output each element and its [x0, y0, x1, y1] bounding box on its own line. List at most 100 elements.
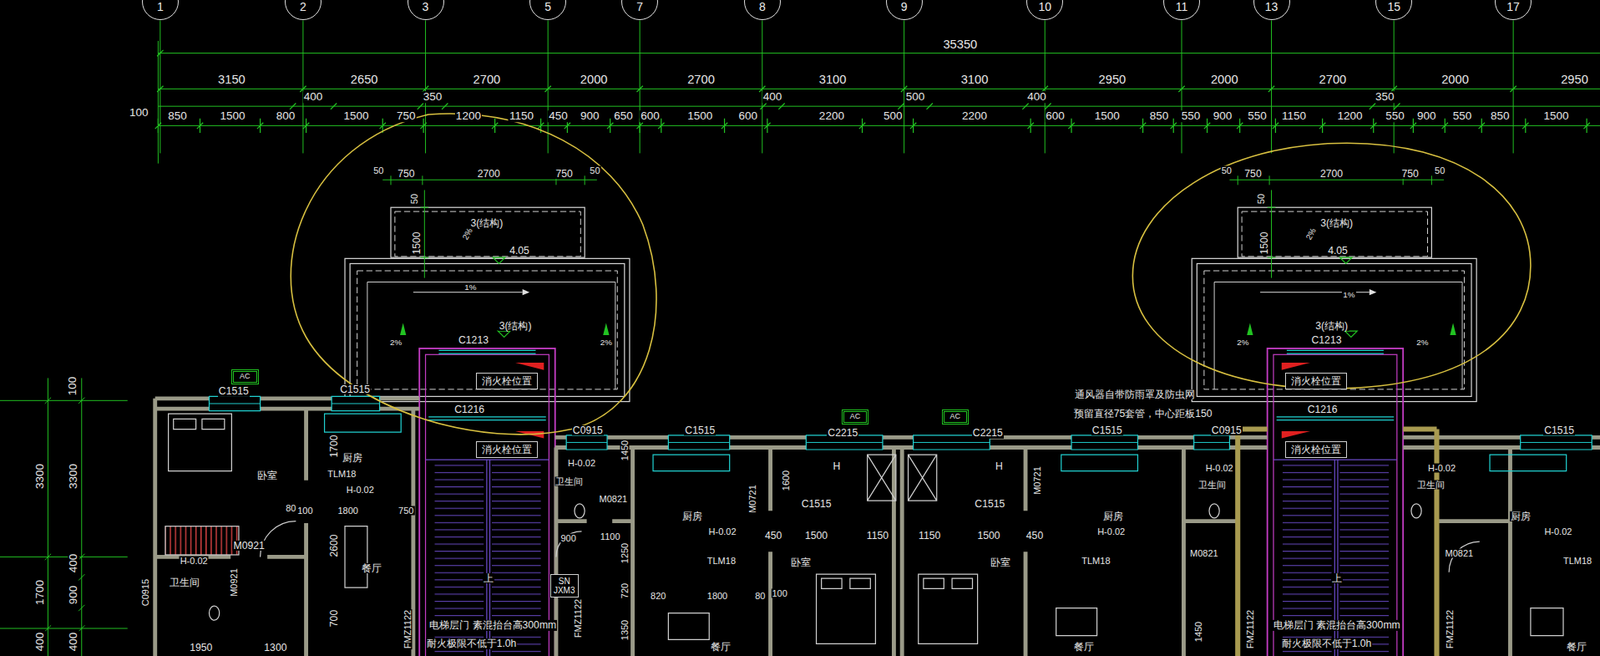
dimension-text: 750	[1243, 168, 1262, 179]
plan-label: 电梯层门 素混抬台高300mm	[1272, 619, 1402, 630]
plan-label: 2%	[389, 338, 403, 347]
plan-label: 4.05	[1326, 244, 1349, 255]
hydrant-tag: 消火栓位置	[1285, 372, 1347, 390]
plan-label: TLM18	[326, 469, 357, 479]
dimension-text: 600	[737, 111, 759, 123]
plan-label: C1213	[457, 334, 490, 345]
equipment-box: SN JXM3	[550, 573, 579, 598]
dimension-text: 1700	[328, 434, 339, 459]
plan-label: H-0.02	[345, 484, 375, 494]
dimension-text: 3100	[960, 73, 990, 87]
dimension-text: 450	[1025, 530, 1044, 541]
plan-label: TLM18	[1080, 556, 1111, 566]
plan-label: 耐火极限不低于1.0h	[1281, 637, 1373, 649]
node-text: AC	[239, 371, 251, 380]
dimension-text: 1500	[1542, 111, 1570, 123]
dimension-text: 850	[167, 111, 188, 123]
dimension-text: 1700	[34, 578, 46, 606]
plan-label: 通风器自带防雨罩及防虫网	[1073, 389, 1196, 400]
dimension-text: 2700	[1319, 168, 1344, 179]
dimension-text: 50	[588, 166, 601, 176]
node-text: 2	[299, 0, 307, 13]
dimension-text: 900	[559, 533, 577, 543]
dimension-text: 1500	[410, 230, 421, 255]
plan-label: M0821	[1189, 547, 1220, 557]
node-text: 1	[156, 0, 164, 13]
node-text: AC	[850, 411, 861, 421]
dimension-text: 850	[1149, 111, 1170, 123]
dimension-text: 1500	[977, 530, 1002, 541]
dimension-text: 1500	[342, 111, 370, 123]
axis-bubble: 13	[1253, 0, 1291, 21]
dimension-text: 450	[764, 530, 783, 541]
plan-label: 上	[1331, 572, 1343, 583]
plan-label: C0915	[1210, 425, 1243, 436]
plan-label: H-0.02	[1096, 526, 1126, 536]
axis-bubble: 15	[1375, 0, 1413, 21]
balcony-left	[344, 175, 630, 401]
dimension-text: 1150	[1281, 111, 1307, 123]
axis-bubble: 5	[529, 0, 567, 21]
dimension-text: 820	[649, 590, 667, 600]
dimension-text: 2950	[1559, 73, 1590, 87]
plan-label: FMZ1122	[1245, 608, 1255, 649]
dimension-text: 2950	[1098, 73, 1128, 87]
dimension-text: 750	[396, 168, 416, 179]
axis-bubble: 10	[1026, 0, 1064, 21]
dimension-text: 1250	[619, 541, 629, 563]
plan-label: H-0.02	[1427, 463, 1457, 473]
node-text: 10	[1038, 0, 1053, 13]
hydrant-flag	[1281, 362, 1311, 370]
ac-unit-box: AC	[841, 409, 870, 425]
dimension-text: 50	[1433, 166, 1446, 176]
plan-label: C1515	[800, 498, 833, 509]
furniture	[168, 413, 1564, 644]
plan-label: 厨房	[1509, 510, 1532, 521]
dimension-text: 1450	[619, 439, 629, 461]
dimension-text: 100	[128, 106, 150, 119]
dimension-text: 1450	[1193, 619, 1203, 642]
dimension-text: 600	[1044, 111, 1066, 123]
dimension-text: 3150	[217, 73, 247, 87]
dimension-text: 550	[1246, 111, 1268, 123]
axis-bubble: 17	[1494, 0, 1532, 21]
plan-label: C1213	[1311, 334, 1343, 345]
dimension-text: 400	[303, 91, 325, 103]
plan-label: C1515	[683, 425, 716, 436]
toilet	[574, 503, 585, 518]
hydrant-flag	[1281, 430, 1311, 439]
dimension-text: 350	[422, 91, 444, 103]
dimension-text: 900	[67, 583, 80, 605]
dimension-text: 900	[1416, 111, 1438, 123]
dimension-text: 1800	[706, 590, 729, 600]
node-text: 7	[636, 0, 644, 13]
node-text: 消火栓位置	[481, 443, 532, 456]
toilet	[1209, 503, 1220, 518]
plan-label: 2%	[1235, 338, 1250, 347]
plan-label: 2%	[1304, 226, 1319, 243]
toilet	[208, 605, 219, 620]
node-text: 13	[1265, 0, 1279, 13]
dimension-text: 750	[1401, 168, 1420, 179]
node-text: 9	[901, 0, 908, 13]
plan-label: H-0.02	[1543, 526, 1573, 536]
dimension-text: 80	[284, 502, 297, 512]
dimension-text: 450	[547, 111, 569, 123]
dimension-text: 800	[275, 111, 297, 123]
dimension-text: 750	[555, 168, 574, 179]
dimension-text: 350	[1374, 91, 1396, 103]
plan-label: 上	[482, 572, 495, 583]
plan-label: 餐厅	[360, 562, 383, 573]
dimension-text: 1500	[219, 111, 247, 123]
axis-bubble: 8	[744, 0, 781, 21]
plan-label: C1216	[453, 404, 486, 415]
dimension-text: 600	[639, 111, 661, 123]
plan-label: M0821	[1444, 547, 1475, 557]
dimension-text: 2200	[818, 111, 846, 123]
plan-label: FMZ1122	[1445, 608, 1455, 649]
plan-label: 预留直径75套管，中心距板150	[1073, 408, 1214, 419]
dimension-text: 650	[612, 111, 634, 123]
dimension-lines	[157, 20, 1600, 163]
dimension-text: 100	[66, 375, 79, 397]
plan-label: 厨房	[1102, 510, 1125, 521]
